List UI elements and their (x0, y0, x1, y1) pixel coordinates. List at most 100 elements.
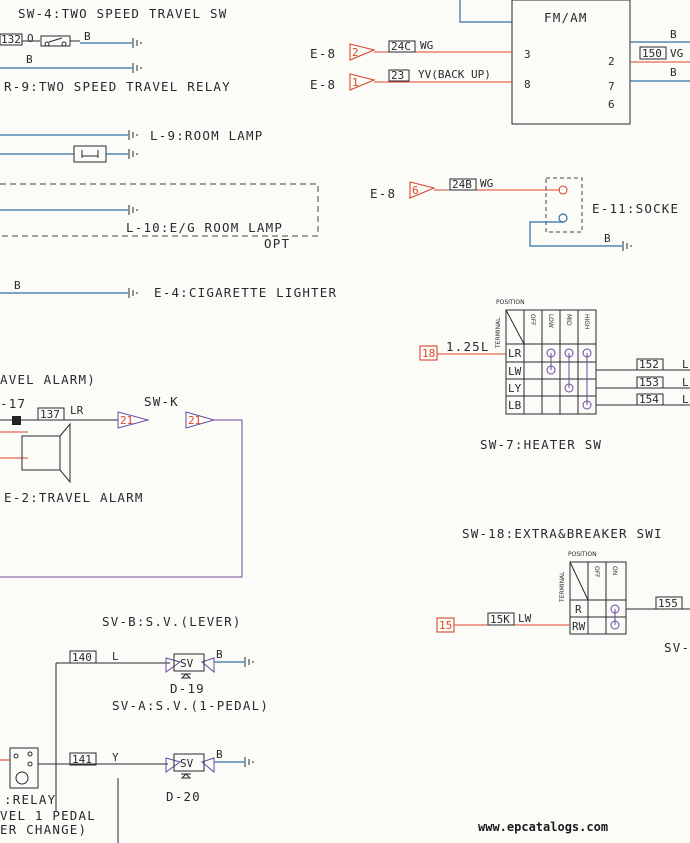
wire-24b-color: WG (480, 177, 493, 190)
wire-15k-color: LW (518, 612, 532, 625)
ground-symbol (244, 657, 254, 667)
connector-21a-num: 21 (120, 414, 133, 427)
wire-15k: 15K (490, 613, 510, 626)
wire-23-color: YV(BACK UP) (418, 68, 491, 81)
label-sw7: SW-7:HEATER SW (480, 437, 602, 452)
heater-col-mid: MID (565, 314, 572, 326)
heater-contact (546, 348, 556, 358)
label-relay-2: VEL 1 PEDAL (0, 808, 96, 823)
ground-symbol (128, 149, 138, 159)
heater-contact (582, 348, 592, 358)
heater-contact (546, 365, 556, 375)
label-svb: SV-B:S.V.(LEVER) (102, 614, 242, 629)
label-swk: SW-K (144, 394, 179, 409)
wire-154-color: L (682, 393, 689, 406)
wire-box-132 (0, 33, 23, 46)
sv-b-solenoid (173, 653, 205, 672)
ground-symbol (128, 205, 138, 215)
wire-153-color: L (682, 376, 689, 389)
alarm-return-wire (0, 419, 243, 578)
ground-symbol (132, 63, 142, 73)
connector-21b-num: 21 (188, 414, 201, 427)
extra-table-frame (569, 561, 627, 635)
diode-d19 (180, 673, 192, 679)
wire-box-24c (388, 40, 416, 53)
pin-3: 3 (524, 48, 531, 61)
extra-row-r: R (575, 603, 582, 616)
connector-15-num: 15 (439, 619, 452, 632)
label-e8-c: E-8 (370, 186, 396, 201)
heater-switch-table: TERMINAL OFF LOW MID HIGH LR LW LY LB (495, 309, 597, 415)
wire-154: 154 (639, 393, 659, 406)
wire-125l: 1.25L (446, 339, 490, 354)
pin-8: 8 (524, 78, 531, 91)
label-e8-b: E-8 (310, 77, 336, 92)
wire-box-24b (449, 178, 477, 191)
wire-box-155 (655, 596, 683, 610)
heater-contact (564, 348, 574, 358)
heater-col-high: HIGH (583, 314, 590, 329)
wire-152: 152 (639, 358, 659, 371)
label-l10: L-10:E/G ROOM LAMP (126, 220, 283, 235)
wire-b-sv1: B (216, 648, 223, 661)
sw4-contact-a (44, 41, 50, 47)
wire-o: O (27, 32, 34, 45)
sv-b-text: SV (180, 657, 194, 670)
wire-141: 141 (72, 753, 92, 766)
alarm-red-wires (0, 431, 28, 459)
label-opt: OPT (264, 236, 290, 251)
sv-a-connectors (165, 757, 215, 774)
sw4-blade (48, 37, 63, 43)
label-sva: SV-A:S.V.(1-PEDAL) (112, 698, 269, 713)
connector-21b (185, 411, 216, 429)
relay-pin (27, 751, 33, 757)
extra-contact (610, 604, 620, 614)
ground-symbol (128, 130, 138, 140)
label-r9: R-9:TWO SPEED TRAVEL RELAY (4, 79, 231, 94)
wire-box-154 (636, 393, 664, 406)
connector-21a (117, 411, 150, 429)
connector-18-num: 18 (422, 347, 435, 360)
wire-24b: 24B (452, 178, 472, 191)
label-sv-right: SV- (664, 640, 690, 655)
wire-24c: 24C (391, 40, 411, 53)
extra-row-rw: RW (572, 620, 586, 633)
relay-block (9, 747, 39, 789)
label-d20: D-20 (166, 789, 201, 804)
watermark-url: www.epcatalogs.com (478, 820, 608, 834)
label-e17: -17 (0, 396, 26, 411)
connector-6-num: 6 (412, 184, 419, 197)
heater-contact-links (550, 353, 588, 405)
pin-2: 2 (608, 55, 615, 68)
wire-b2: B (26, 53, 33, 66)
alarm-speaker (21, 422, 71, 484)
extra-contact (610, 620, 620, 630)
wire-137-color: LR (70, 404, 84, 417)
ground-symbol (132, 38, 142, 48)
heater-row-lw: LW (508, 365, 522, 378)
heater-row-lb: LB (508, 399, 522, 412)
connector-6 (409, 181, 436, 199)
label-relay-1: :RELAY (4, 792, 56, 807)
relay-pin (27, 761, 33, 767)
wire-b-e4: B (14, 279, 21, 292)
lamp-filament (81, 150, 99, 158)
heater-row-ly: LY (508, 382, 522, 395)
wire-b-fm1: B (670, 28, 677, 41)
socket-terminal-a (558, 185, 568, 195)
sv-b-connectors (165, 657, 215, 674)
ground-symbol (128, 288, 138, 298)
ground-symbol (622, 241, 632, 251)
wire-140: 140 (72, 651, 92, 664)
connector-18 (419, 345, 438, 361)
label-e8-a: E-8 (310, 46, 336, 61)
label-sw18: SW-18:EXTRA&BREAKER SWI (462, 526, 663, 541)
label-fmam: FM/AM (544, 10, 588, 25)
connector-2 (349, 43, 376, 61)
ground-symbol (244, 757, 254, 767)
wire-141-color: Y (112, 751, 119, 764)
wire-b1: B (84, 30, 91, 43)
heater-col-off: OFF (529, 314, 536, 326)
label-e4: E-4:CIGARETTE LIGHTER (154, 285, 337, 300)
